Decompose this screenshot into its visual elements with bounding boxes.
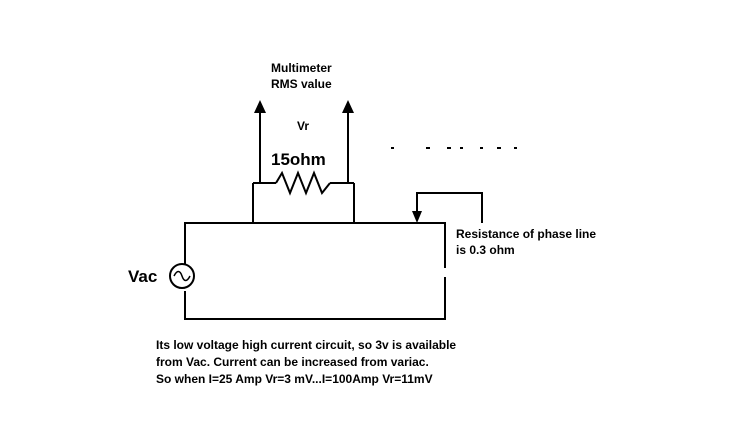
explanation-line-1: Its low voltage high current circuit, so…	[156, 338, 457, 352]
stray-marks	[391, 147, 517, 149]
meter-probe-left	[254, 100, 266, 183]
phase-line-tap	[412, 192, 483, 223]
multimeter-label: Multimeter RMS value	[271, 60, 332, 92]
source-label: Vac	[128, 267, 158, 286]
ac-source-symbol	[169, 263, 195, 289]
bottom-wire	[184, 277, 446, 320]
phase-resistance-line-1: Resistance of phase line	[456, 227, 597, 241]
explanation-line-3: So when I=25 Amp Vr=3 mV...I=100Amp Vr=1…	[156, 372, 433, 386]
multimeter-label-line-2: RMS value	[271, 77, 332, 91]
resistor-branch	[252, 170, 355, 223]
explanation-note: Its low voltage high current circuit, so…	[156, 337, 456, 388]
meter-probe-right	[342, 100, 354, 183]
multimeter-label-line-1: Multimeter	[271, 61, 332, 75]
top-wire	[184, 222, 446, 275]
phase-resistance-note: Resistance of phase line is 0.3 ohm	[456, 226, 596, 258]
main-circuit-loop	[184, 222, 446, 320]
resistor-value-label: 15ohm	[271, 150, 326, 169]
resistor-zigzag	[275, 170, 331, 196]
phase-resistance-line-2: is 0.3 ohm	[456, 243, 515, 257]
vr-label: Vr	[297, 119, 310, 133]
explanation-line-2: from Vac. Current can be increased from …	[156, 355, 429, 369]
